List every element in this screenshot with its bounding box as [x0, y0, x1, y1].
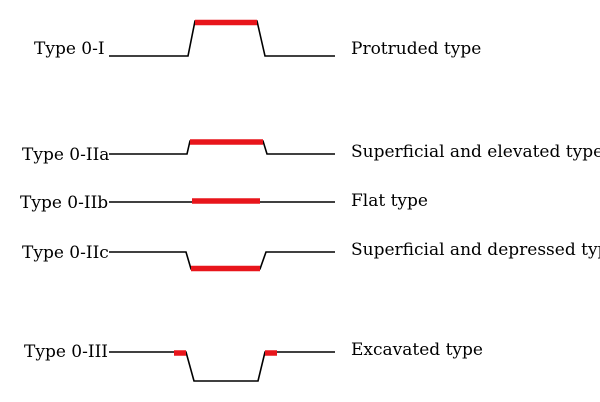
- type-label-0-i: Type 0-I: [34, 39, 105, 59]
- profile-0-iii-outline: [109, 351, 335, 382]
- profile-0-i-outline: [109, 20, 335, 57]
- profile-0-iia: [109, 139, 335, 155]
- description-superficial-depressed: Superficial and depressed type: [351, 240, 600, 260]
- type-label-0-iib: Type 0-IIb: [20, 193, 109, 213]
- profile-0-iib: [109, 198, 335, 204]
- profile-0-iic: [109, 251, 335, 272]
- profile-0-i: [109, 19, 335, 57]
- profile-0-iii: [109, 350, 335, 382]
- type-label-0-iic: Type 0-IIc: [22, 243, 109, 263]
- type-label-0-iia: Type 0-IIa: [22, 145, 110, 165]
- type-label-0-iii: Type 0-III: [24, 342, 108, 362]
- description-excavated: Excavated type: [351, 340, 483, 360]
- description-superficial-elevated: Superficial and elevated type: [351, 142, 600, 162]
- description-flat: Flat type: [351, 191, 428, 211]
- description-protruded: Protruded type: [351, 39, 482, 59]
